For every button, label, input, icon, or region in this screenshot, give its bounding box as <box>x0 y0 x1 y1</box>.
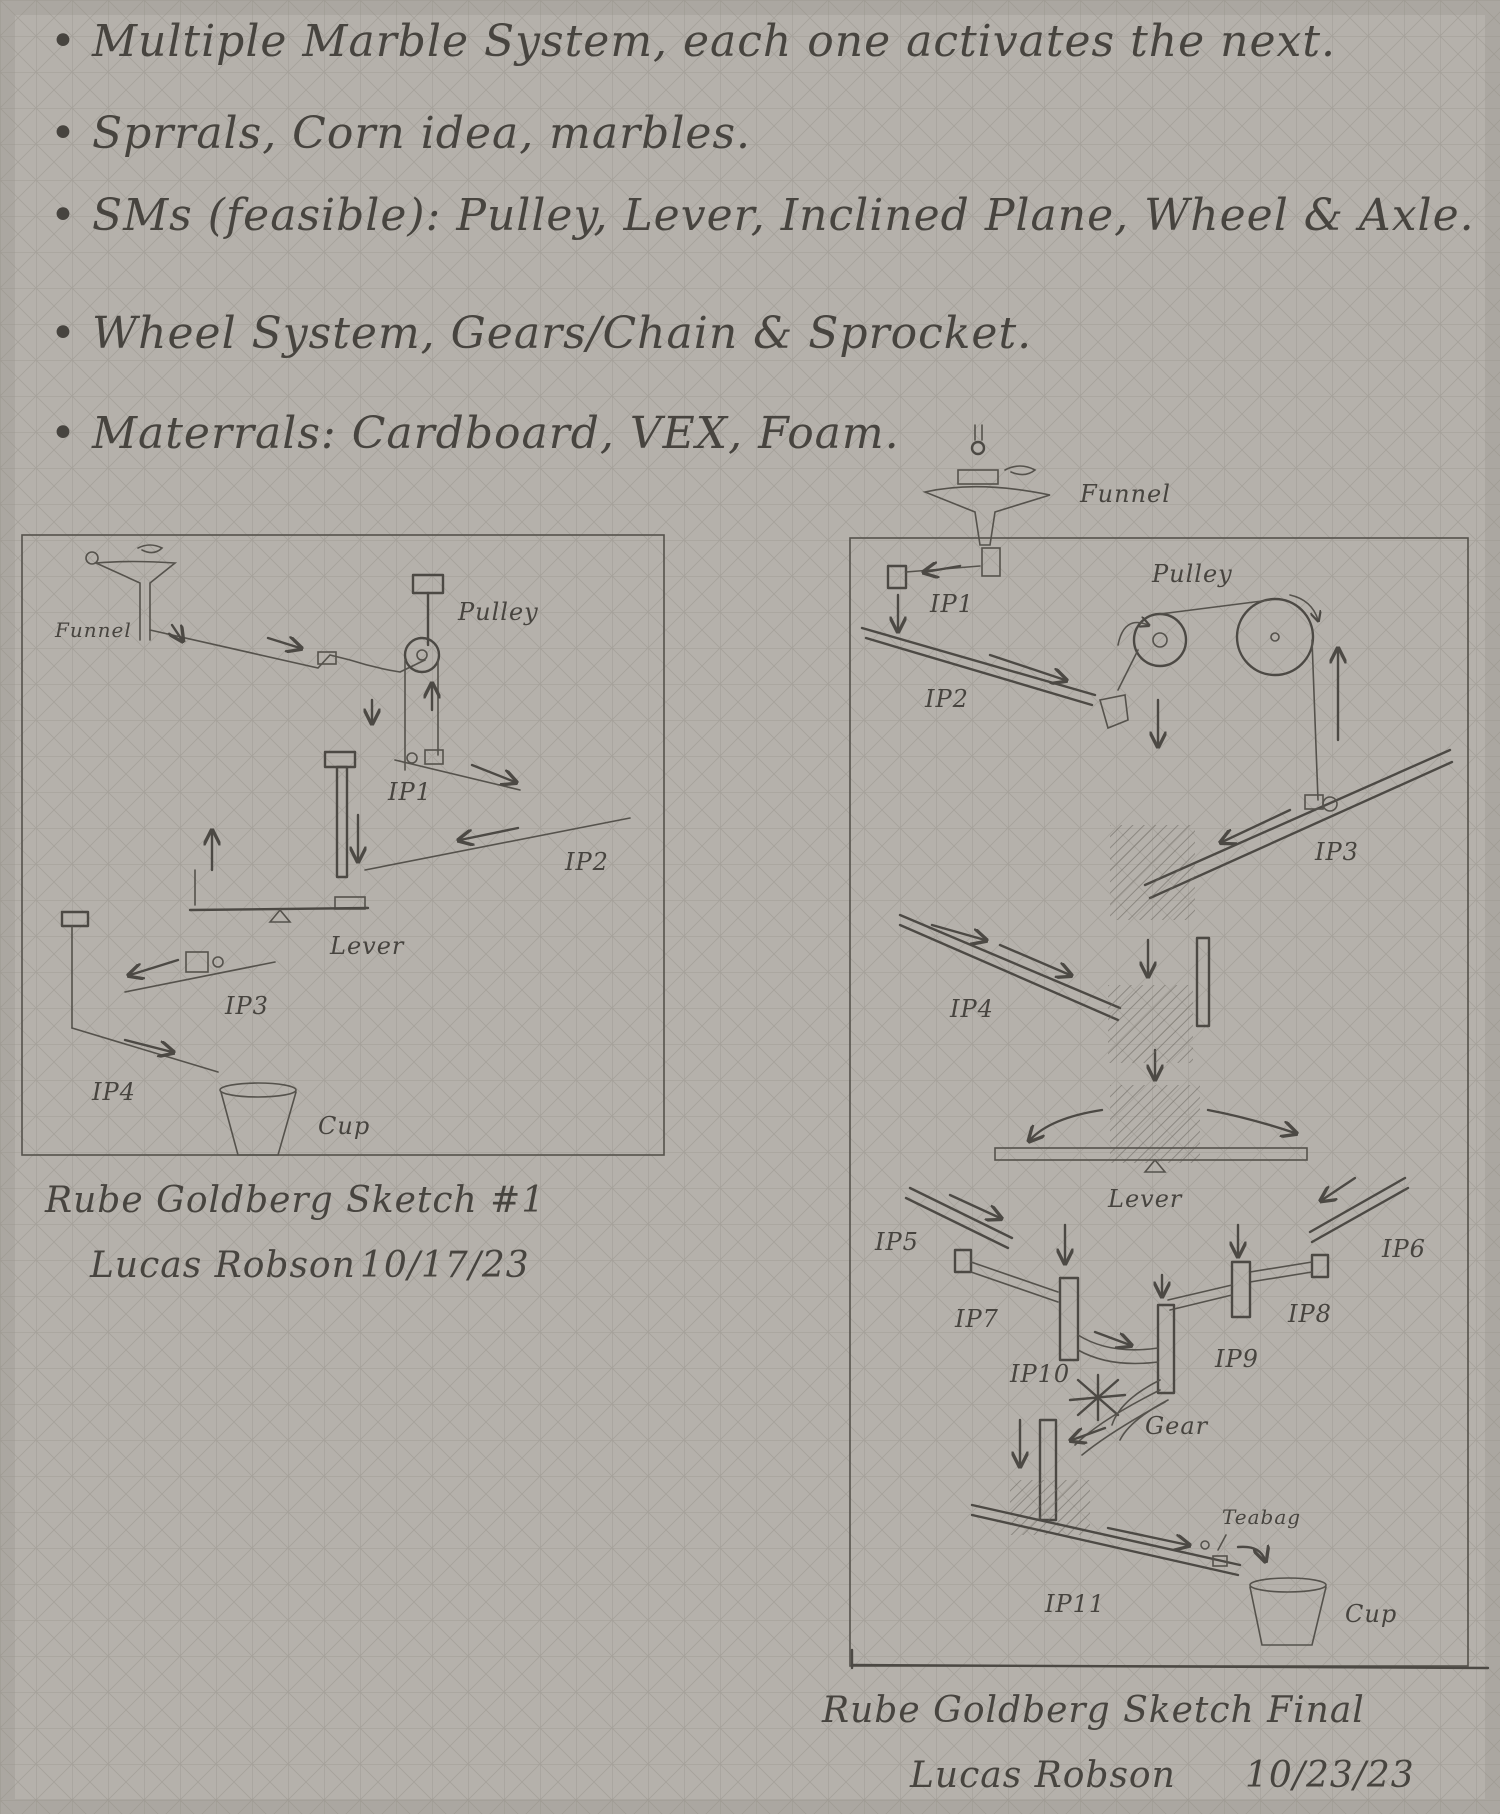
sketch1-label-ip2: IP2 <box>565 848 609 876</box>
sketch1-label-funnel: Funnel <box>55 618 132 642</box>
sketch2-label-ip5: IP5 <box>875 1228 919 1256</box>
sketch2-label-ip4: IP4 <box>950 995 994 1023</box>
sketch2-label-ip11: IP11 <box>1045 1590 1105 1618</box>
sketch1-date: 10/17/23 <box>360 1245 530 1286</box>
sketch2-label-ip1: IP1 <box>930 590 974 618</box>
sketch2-label-gear: Gear <box>1145 1412 1208 1440</box>
sketch1-label-ip3: IP3 <box>225 992 269 1020</box>
sketch1-label-ip4: IP4 <box>92 1078 136 1106</box>
sketch2-label-ip10: IP10 <box>1010 1360 1070 1388</box>
note-multiple-marble-system: Multiple Marble System, each one activat… <box>50 16 1336 67</box>
sketch1-author: Lucas Robson <box>90 1245 356 1286</box>
note-spirals-corn-idea: Sprrals, Corn idea, marbles. <box>50 108 751 159</box>
note-wheel-system: Wheel System, Gears/Chain & Sprocket. <box>50 308 1032 359</box>
note-materials: Materrals: Cardboard, VEX, Foam. <box>50 408 900 459</box>
sketch2-label-ip8: IP8 <box>1288 1300 1332 1328</box>
sketch1-title: Rube Goldberg Sketch #1 <box>45 1180 545 1221</box>
sketch2-label-pulley: Pulley <box>1152 560 1233 588</box>
sketch2-label-lever: Lever <box>1108 1185 1182 1213</box>
sketch1-label-pulley: Pulley <box>458 598 539 626</box>
sketch2-label-ip6: IP6 <box>1382 1235 1426 1263</box>
sketch2-label-funnel: Funnel <box>1080 480 1171 508</box>
sketch1-label-cup: Cup <box>318 1112 370 1140</box>
sketch2-label-teabag: Teabag <box>1222 1505 1301 1529</box>
sketch2-label-ip9: IP9 <box>1215 1345 1259 1373</box>
sketch2-label-ip7: IP7 <box>955 1305 999 1333</box>
sketch2-label-ip2: IP2 <box>925 685 969 713</box>
sketch2-date: 10/23/23 <box>1245 1755 1415 1796</box>
sketch1-label-ip1: IP1 <box>388 778 432 806</box>
note-simple-machines: SMs (feasible): Pulley, Lever, Inclined … <box>50 190 1475 241</box>
sketch2-label-cup: Cup <box>1345 1600 1397 1628</box>
sketch1-label-lever: Lever <box>330 932 404 960</box>
sketch2-title: Rube Goldberg Sketch Final <box>822 1690 1365 1731</box>
sketch2-author: Lucas Robson <box>910 1755 1176 1796</box>
sketch2-label-ip3: IP3 <box>1315 838 1359 866</box>
